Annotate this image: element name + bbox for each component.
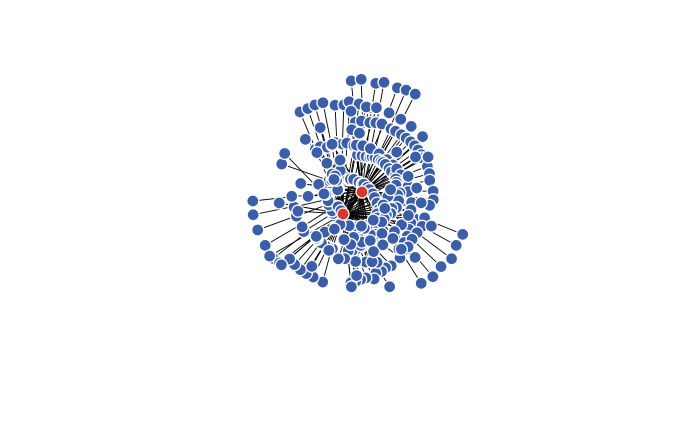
node-group-12-2-3 [246, 208, 260, 222]
node-core-44 [305, 259, 319, 273]
hub-layer [336, 185, 369, 221]
edge [253, 206, 294, 216]
node-core-23 [363, 233, 377, 248]
node-core-67 [301, 189, 315, 204]
node-core-63 [294, 176, 308, 191]
edge [417, 233, 452, 260]
node-core-29 [317, 187, 331, 201]
node-layer [246, 72, 470, 294]
edge [389, 89, 407, 128]
node-core-13 [375, 226, 389, 241]
node-group-01-2-3 [316, 96, 330, 110]
node-core-51 [421, 150, 435, 164]
node-core-50 [366, 244, 381, 259]
node-group-12-1-4 [285, 189, 299, 203]
node-core-64 [349, 268, 364, 283]
node-group-03-2-2 [382, 106, 396, 120]
node-group-06-1-2 [423, 173, 437, 187]
node-group-10-1-4 [331, 252, 346, 266]
node-core-14 [262, 249, 277, 263]
hub-a [336, 207, 350, 221]
node-core-62 [322, 243, 336, 257]
node-core-56 [337, 232, 351, 247]
node-core-52 [383, 182, 398, 197]
node-group-02-2-1 [354, 72, 368, 86]
node-core-18 [291, 204, 305, 218]
node-group-12-1-1 [295, 220, 309, 234]
node-core-42 [313, 120, 327, 135]
node-core-28 [344, 280, 359, 294]
node-core-31 [401, 169, 415, 183]
node-core-24 [366, 213, 380, 227]
node-group-08-2-2 [444, 252, 459, 266]
edge [281, 163, 363, 193]
node-group-10-1-2 [348, 254, 363, 269]
node-group-08-2-5 [414, 276, 428, 290]
node-group-03-2-5 [415, 129, 430, 144]
edge [264, 224, 301, 246]
node-core-47 [352, 126, 367, 140]
edge [273, 232, 306, 259]
node-core-66 [354, 219, 369, 233]
node-group-03-2-1 [369, 101, 384, 115]
node-group-12-2-2 [251, 223, 265, 237]
node-core-57 [327, 222, 342, 236]
node-group-02-2-6 [408, 87, 422, 101]
node-core-58 [414, 196, 428, 210]
node-core-6 [424, 219, 438, 233]
node-core-3 [394, 242, 408, 256]
hub-b [355, 185, 369, 199]
node-group-03-2-3 [394, 112, 408, 126]
node-group-08-2-1 [449, 238, 463, 253]
node-core-61 [386, 231, 400, 246]
node-core-46 [274, 258, 289, 272]
node-core-22 [376, 238, 390, 252]
node-core-69 [378, 201, 392, 216]
node-core-39 [298, 132, 313, 146]
node-core-25 [344, 104, 358, 118]
node-core-11 [408, 150, 423, 164]
node-group-12-2-4 [246, 194, 260, 208]
node-core-54 [408, 250, 422, 265]
node-core-45 [327, 172, 341, 187]
node-core-48 [272, 196, 286, 210]
node-group-08-2-3 [434, 259, 448, 274]
node-core-20 [333, 153, 347, 167]
node-core-65 [325, 137, 339, 151]
node-core-43 [320, 156, 334, 170]
node-group-08-2-0 [456, 227, 470, 242]
node-core-59 [310, 145, 324, 160]
node-core-8 [309, 229, 323, 244]
node-core-38 [382, 280, 397, 294]
node-group-03-2-4 [404, 119, 418, 134]
node-core-68 [401, 208, 416, 223]
node-core-30 [278, 146, 292, 161]
node-group-08-2-4 [426, 270, 440, 284]
node-core-32 [410, 181, 424, 195]
node-group-02-2-3 [377, 75, 391, 90]
node-core-53 [390, 145, 404, 159]
edge [257, 215, 297, 231]
